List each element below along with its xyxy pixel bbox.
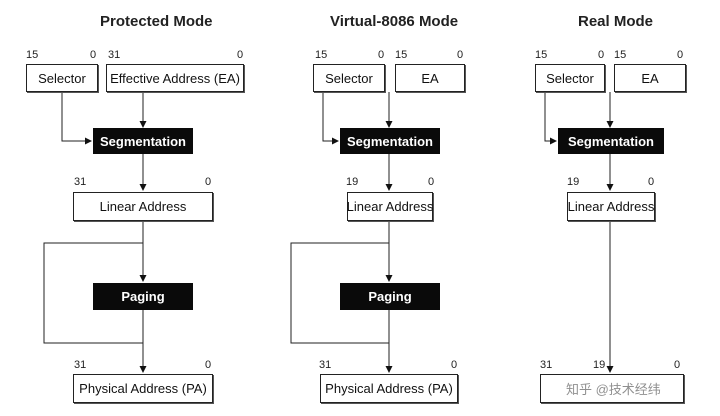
protected-selector-box: Selector [26,64,98,92]
v86-selector-to-seg-arrow [322,92,339,145]
real-selector-hi-bit: 15 [535,49,548,61]
real-linear-address-box: Linear Address [567,192,655,221]
v86-ea-hi-bit: 15 [395,49,408,61]
protected-paging-block: Paging [93,283,193,310]
real-ea-lo-bit: 0 [677,49,684,61]
real-linear-hi-bit: 19 [567,176,580,188]
v86-segmentation-block: Segmentation [340,128,440,154]
v86-linear-address-box: Linear Address [347,192,433,221]
real-selector-to-seg-arrow [544,92,557,145]
protected-linear-address-box: Linear Address [73,192,213,221]
real-physical-outer-hi-bit: 31 [540,359,553,371]
protected-bypass-path [43,242,143,344]
v86-linear-lo-bit: 0 [428,176,435,188]
v86-ea-box: EA [395,64,465,92]
protected-selector-lo-bit: 0 [90,49,97,61]
protected-linear-hi-bit: 31 [74,176,87,188]
real-ea-box: EA [614,64,686,92]
real-ea-hi-bit: 15 [614,49,627,61]
protected-physical-hi-bit: 31 [74,359,87,371]
protected-selector-to-seg-arrow [61,92,92,145]
real-physical-lo-bit: 0 [674,359,681,371]
v86-physical-lo-bit: 0 [451,359,458,371]
protected-linear-lo-bit: 0 [205,176,212,188]
real-physical-address-box [540,374,684,403]
protected-ea-lo-bit: 0 [237,49,244,61]
protected-physical-lo-bit: 0 [205,359,212,371]
protected-segmentation-block: Segmentation [93,128,193,154]
protected-selector-hi-bit: 15 [26,49,39,61]
protected-mode-title: Protected Mode [100,13,213,30]
watermark: 知乎 @技术经纬 [566,382,661,397]
v86-paging-block: Paging [340,283,440,310]
v86-selector-box: Selector [313,64,385,92]
real-selector-lo-bit: 0 [598,49,605,61]
protected-effective-address-box: Effective Address (EA) [106,64,244,92]
v86-ea-lo-bit: 0 [457,49,464,61]
real-mode-title: Real Mode [578,13,654,30]
real-physical-hi-bit: 19 [593,359,606,371]
v86-physical-hi-bit: 31 [319,359,332,371]
v86-selector-lo-bit: 0 [378,49,385,61]
real-segmentation-block: Segmentation [558,128,664,154]
real-linear-lo-bit: 0 [648,176,655,188]
protected-ea-hi-bit: 31 [108,49,121,61]
v86-selector-hi-bit: 15 [315,49,328,61]
v86-physical-address-box: Physical Address (PA) [320,374,458,403]
v86-linear-hi-bit: 19 [346,176,359,188]
v86-bypass-path [290,242,389,344]
real-selector-box: Selector [535,64,605,92]
protected-physical-address-box: Physical Address (PA) [73,374,213,403]
v86-mode-title: Virtual-8086 Mode [330,13,459,30]
